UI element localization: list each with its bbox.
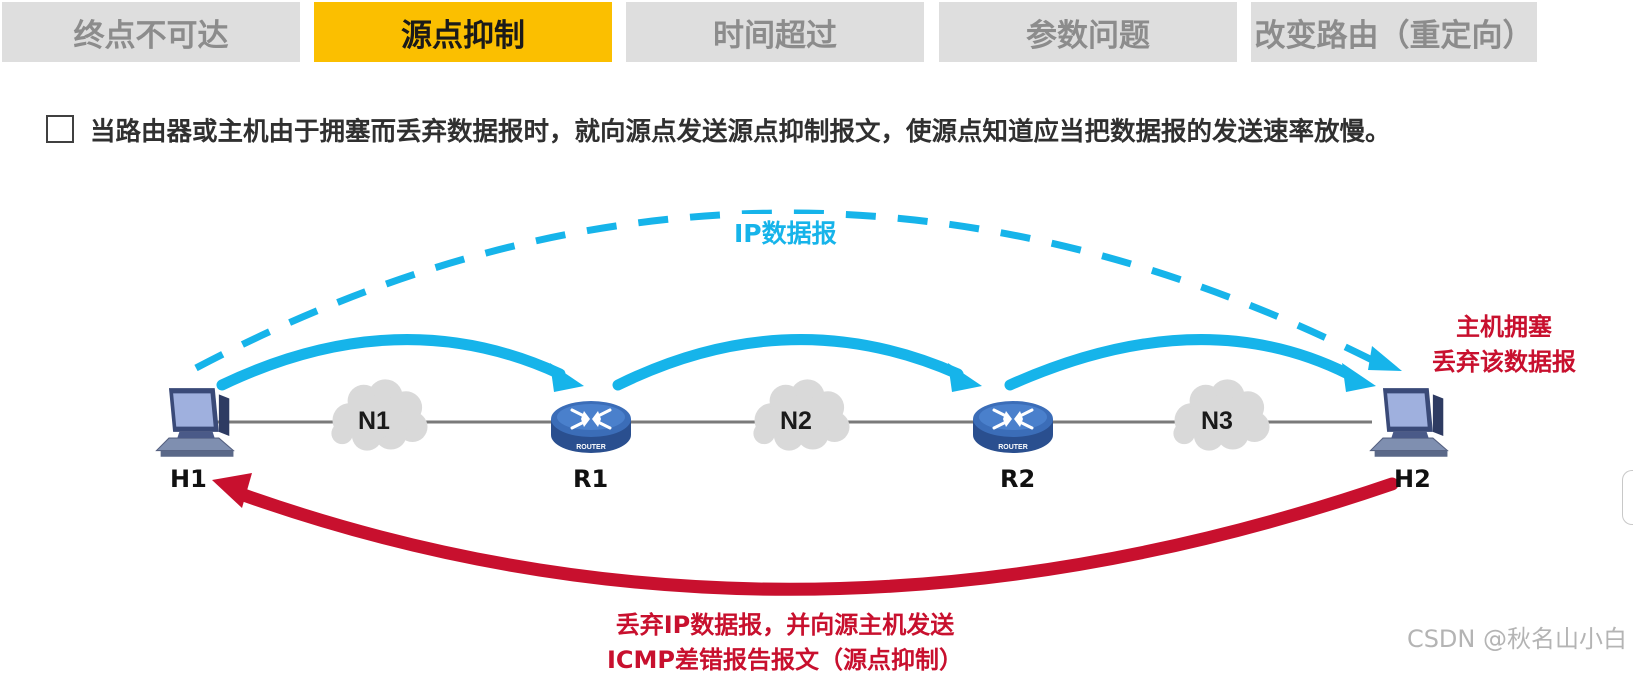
tab-redirect[interactable]: 改变路由（重定向）	[1251, 2, 1537, 62]
tab-time-exceeded[interactable]: 时间超过	[626, 2, 924, 62]
icmp-note-line1: 丢弃IP数据报，并向源主机发送	[615, 611, 955, 639]
checkbox-icon[interactable]	[46, 115, 74, 143]
host-computer-icon	[1369, 387, 1448, 458]
description-row: 当路由器或主机由于拥塞而丢弃数据报时，就向源点发送源点抑制报文，使源点知道应当把…	[46, 111, 1391, 147]
congestion-note: 主机拥塞 丢弃该数据报	[1406, 310, 1602, 380]
ip-datagram-path	[194, 209, 1382, 372]
ip-datagram-label: IP数据报	[726, 214, 845, 250]
tab-destination-unreachable[interactable]: 终点不可达	[2, 2, 300, 62]
host-computer-icon	[155, 387, 234, 458]
host-label-h1: H1	[170, 465, 207, 493]
icmp-return-path	[231, 477, 1399, 596]
router-icon	[971, 399, 1055, 455]
host-label-h2: H2	[1394, 465, 1431, 493]
congestion-note-line2: 丢弃该数据报	[1432, 348, 1576, 376]
icmp-note: 丢弃IP数据报，并向源主机发送 ICMP差错报告报文（源点抑制）	[560, 608, 1010, 678]
network-label-n1: N1	[358, 407, 390, 435]
congestion-note-line1: 主机拥塞	[1456, 313, 1552, 341]
forward-hop-arrows	[216, 334, 1354, 391]
icmp-note-line2: ICMP差错报告报文（源点抑制）	[606, 646, 963, 674]
tab-parameter-problem[interactable]: 参数问题	[939, 2, 1237, 62]
tab-bar: 终点不可达 源点抑制 时间超过 参数问题 改变路由（重定向）	[0, 0, 1633, 64]
router-label-r1: R1	[573, 465, 609, 493]
network-label-n3: N3	[1201, 407, 1233, 435]
watermark: CSDN @秋名山小白	[1406, 625, 1627, 653]
router-label-r2: R2	[1000, 465, 1036, 493]
side-scroll-handle[interactable]	[1622, 470, 1633, 525]
tab-source-quench[interactable]: 源点抑制	[314, 2, 612, 62]
router-icon	[549, 399, 633, 455]
description-text: 当路由器或主机由于拥塞而丢弃数据报时，就向源点发送源点抑制报文，使源点知道应当把…	[90, 116, 1391, 147]
network-label-n2: N2	[780, 407, 812, 435]
